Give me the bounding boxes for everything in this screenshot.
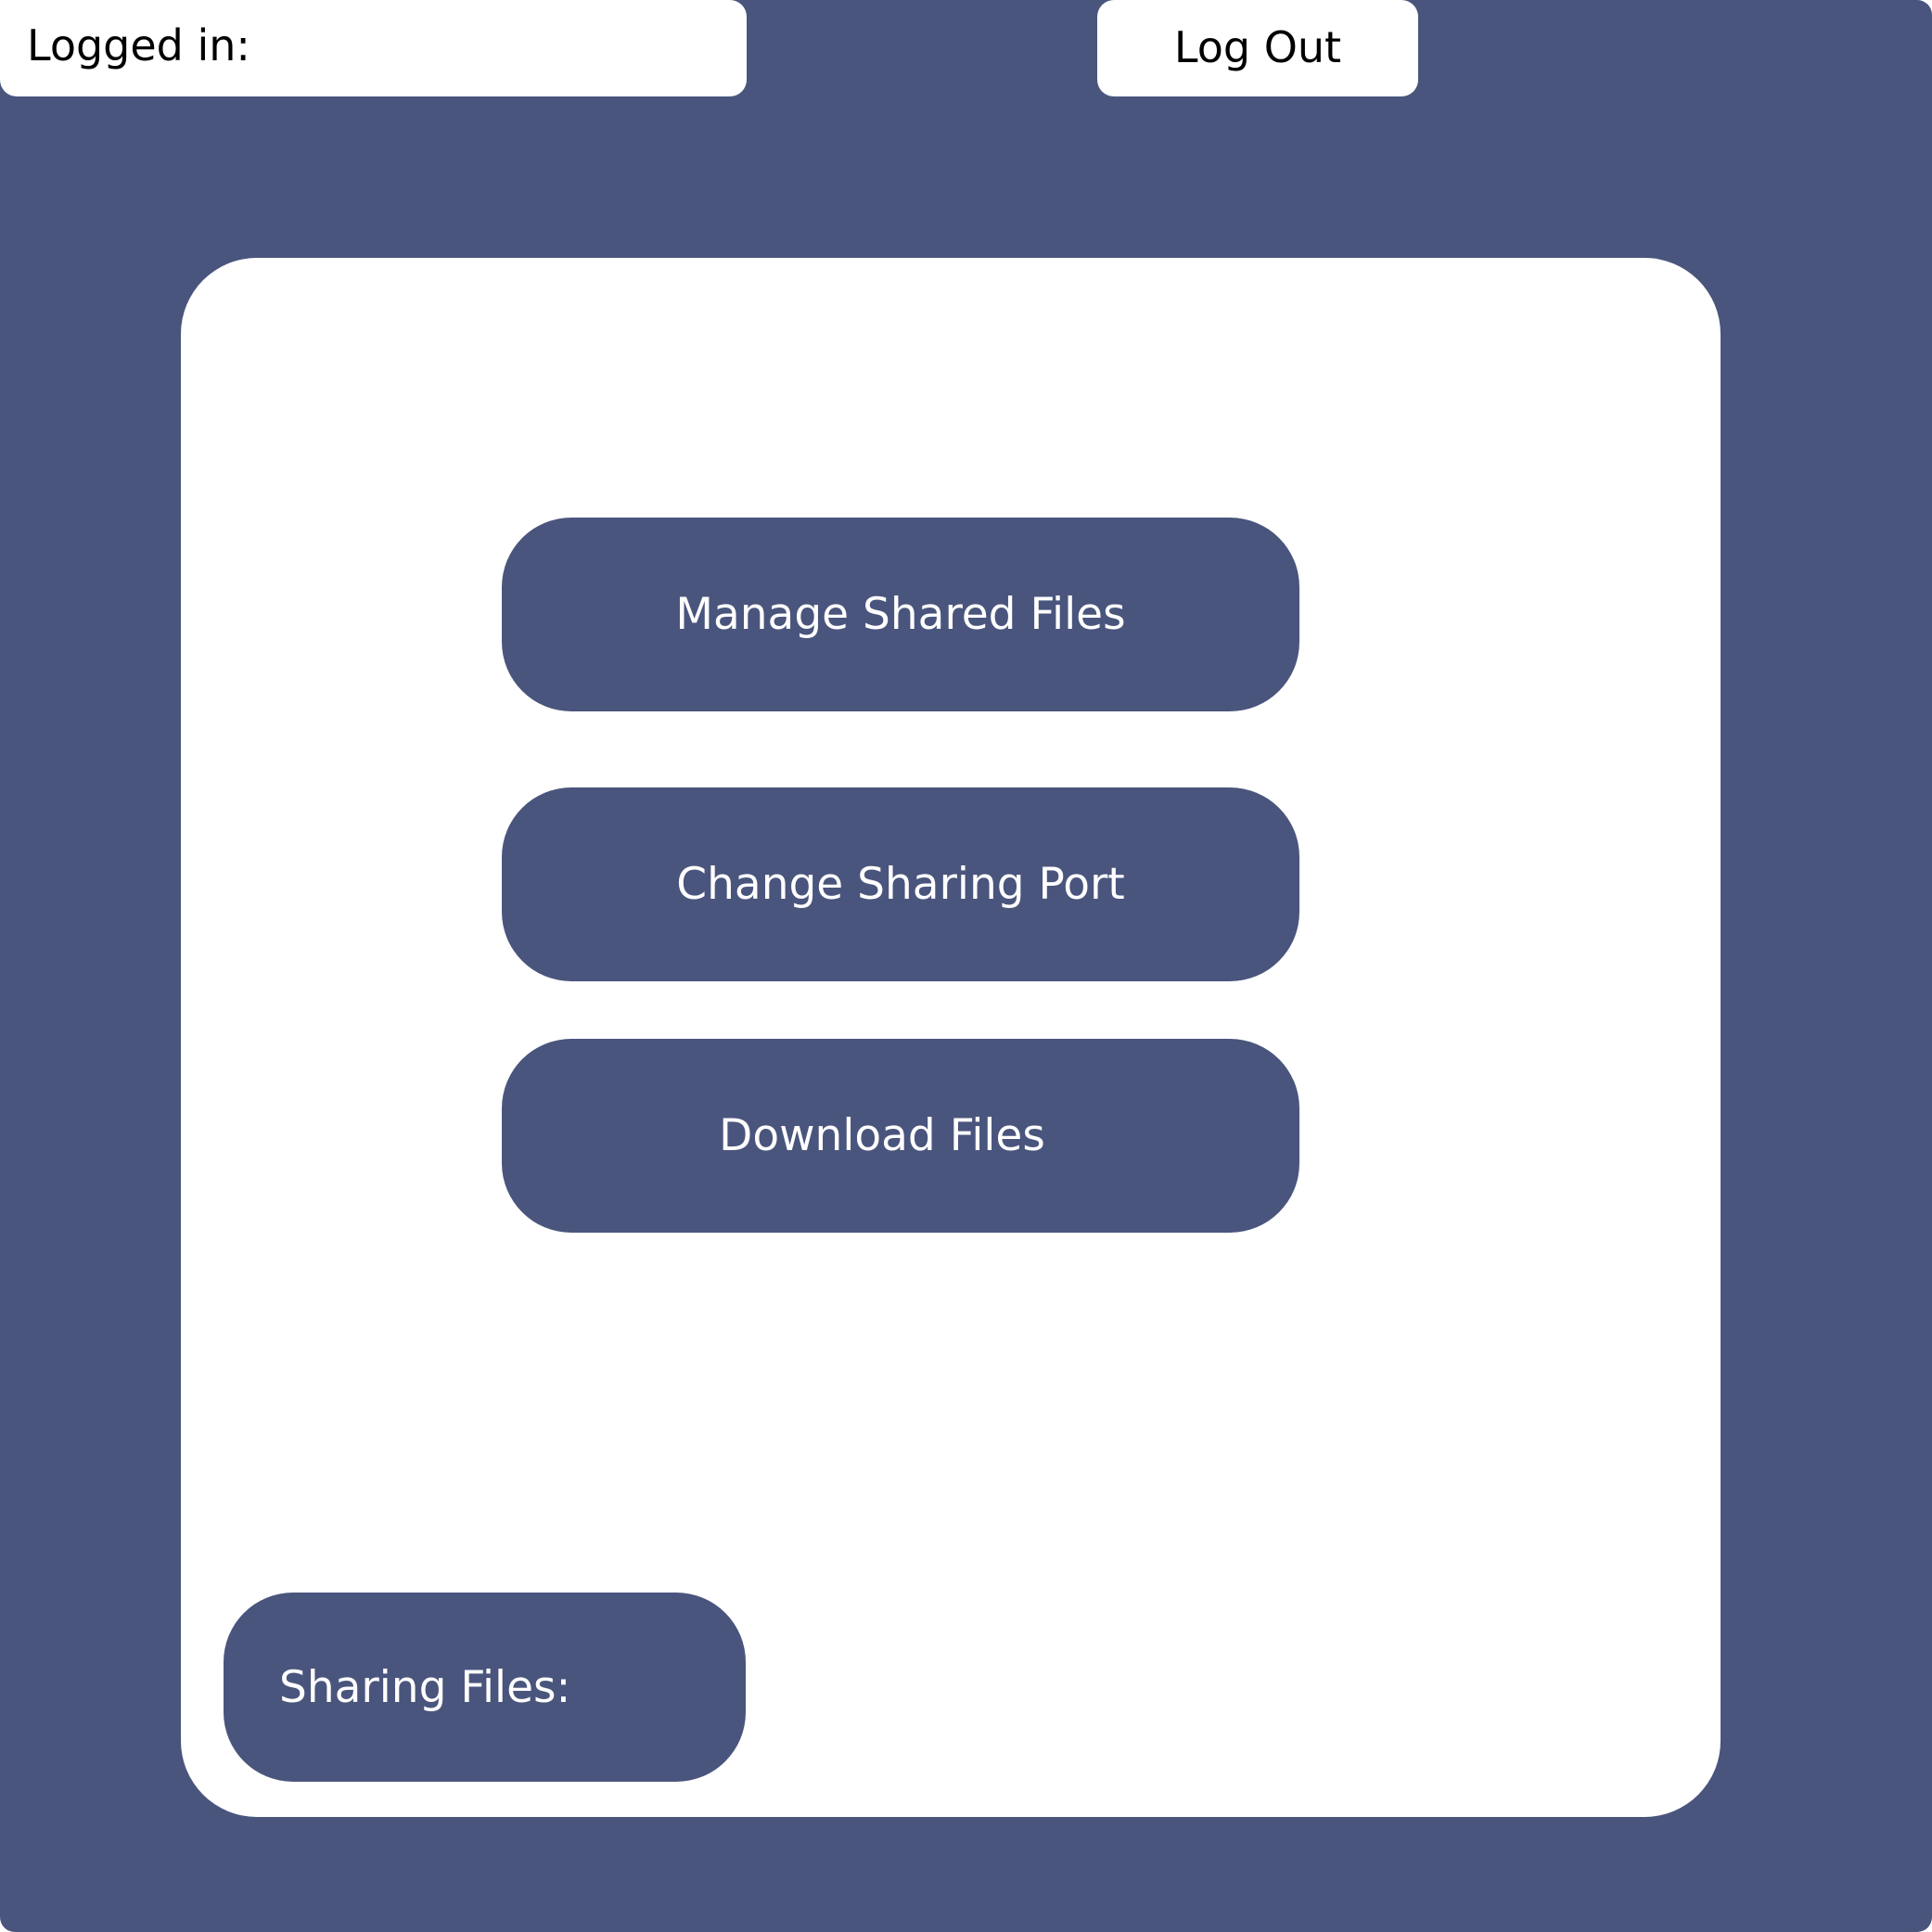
download-files-button[interactable]: Download Files [502, 1039, 1299, 1233]
main-panel: Manage Shared Files Change Sharing Port … [181, 258, 1721, 1817]
sharing-files-label: Sharing Files: [279, 1661, 571, 1713]
logged-in-label: Logged in: [27, 20, 250, 70]
manage-shared-files-button[interactable]: Manage Shared Files [502, 518, 1299, 711]
sharing-files-status: Sharing Files: [224, 1593, 746, 1782]
logged-in-field: Logged in: [0, 0, 747, 96]
change-sharing-port-button[interactable]: Change Sharing Port [502, 787, 1299, 981]
logout-button[interactable]: Log Out [1097, 0, 1418, 96]
